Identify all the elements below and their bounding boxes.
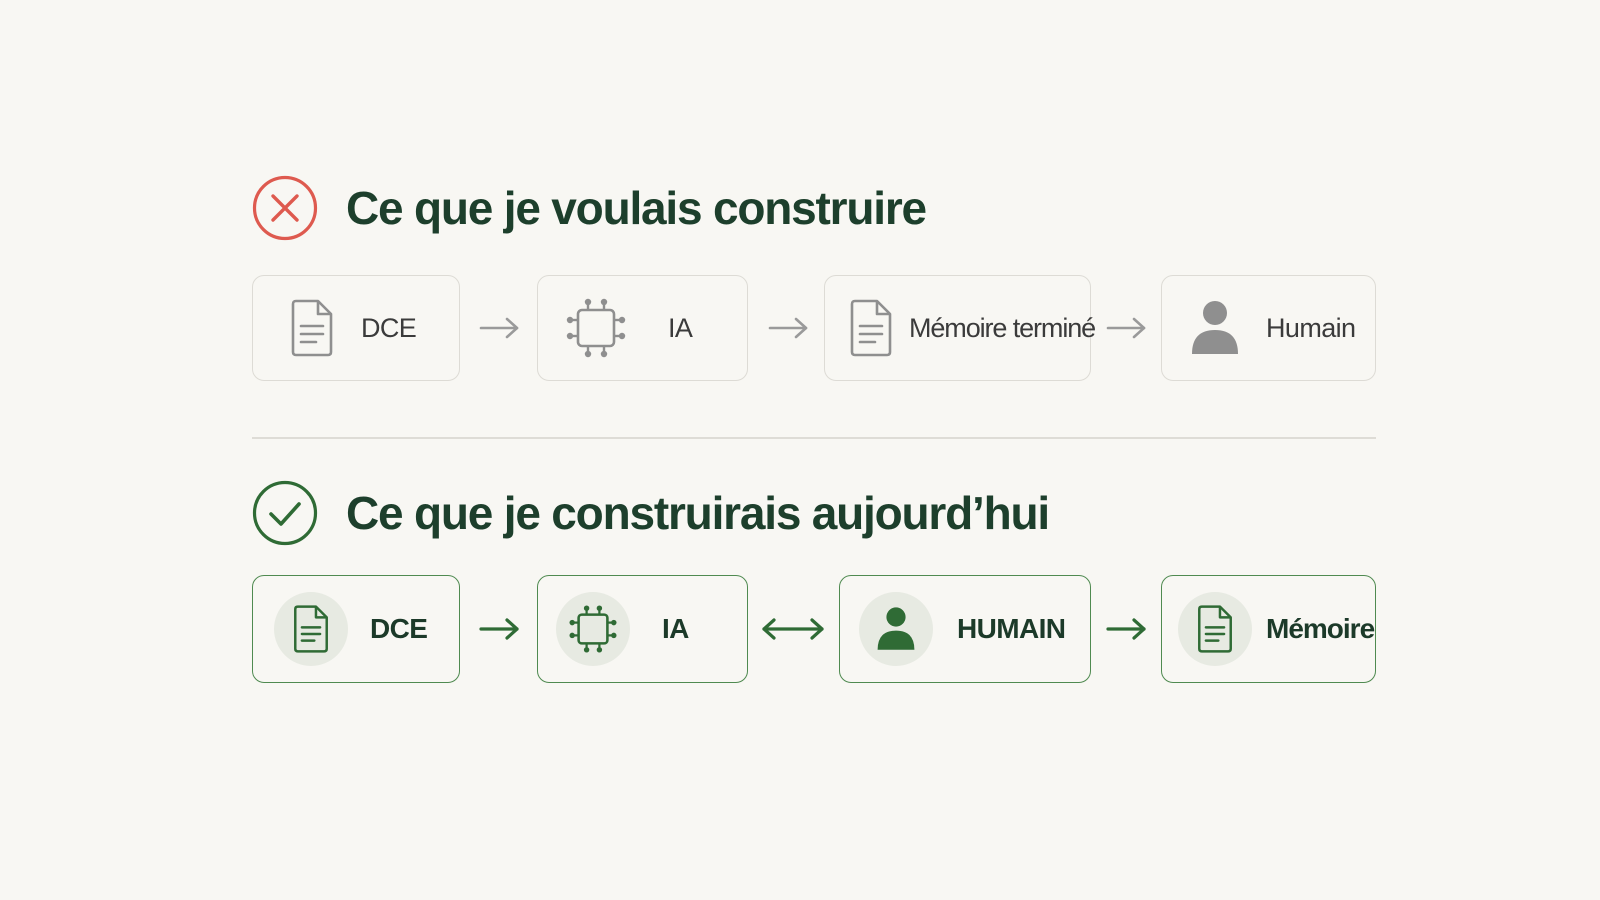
before-step-dce: DCE bbox=[252, 275, 460, 381]
step-label: IA bbox=[668, 312, 693, 343]
step-label: Mémoire terminé bbox=[909, 312, 1096, 343]
step-label: DCE bbox=[361, 312, 417, 343]
arrow-bidirectional-icon bbox=[762, 618, 824, 640]
x-circle-icon bbox=[252, 175, 318, 241]
document-icon bbox=[274, 592, 348, 666]
arrow-right-icon bbox=[1106, 618, 1146, 640]
after-step-ia: IA bbox=[537, 575, 748, 683]
step-label: HUMAIN bbox=[957, 613, 1066, 644]
before-step-humain: Humain bbox=[1161, 275, 1376, 381]
step-label: DCE bbox=[370, 613, 428, 644]
step-label: IA bbox=[662, 613, 689, 644]
chip-icon bbox=[556, 592, 630, 666]
arrow-right-icon bbox=[768, 317, 808, 339]
after-title: Ce que je construirais aujourd’hui bbox=[346, 487, 1050, 539]
arrow-right-icon bbox=[479, 618, 519, 640]
before-step-ia: IA bbox=[537, 275, 748, 381]
document-icon bbox=[281, 299, 343, 357]
chip-icon bbox=[566, 298, 626, 358]
section-divider bbox=[252, 437, 1376, 439]
arrow-right-icon bbox=[1106, 317, 1146, 339]
before-heading-row: Ce que je voulais construire bbox=[252, 173, 927, 243]
before-step-memoire-termine: Mémoire terminé bbox=[824, 275, 1096, 381]
step-label: Humain bbox=[1266, 312, 1356, 343]
after-step-dce: DCE bbox=[252, 575, 460, 683]
document-icon bbox=[849, 299, 893, 357]
after-heading-row: Ce que je construirais aujourd’hui bbox=[252, 478, 1050, 548]
person-icon bbox=[859, 592, 933, 666]
after-step-humain: HUMAIN bbox=[839, 575, 1091, 683]
after-step-memoire: Mémoire bbox=[1161, 575, 1376, 683]
document-icon bbox=[1178, 592, 1252, 666]
before-title: Ce que je voulais construire bbox=[346, 182, 927, 234]
check-circle-icon bbox=[252, 480, 318, 546]
step-label: Mémoire bbox=[1266, 613, 1375, 644]
arrow-right-icon bbox=[479, 317, 519, 339]
person-icon bbox=[1190, 300, 1240, 356]
